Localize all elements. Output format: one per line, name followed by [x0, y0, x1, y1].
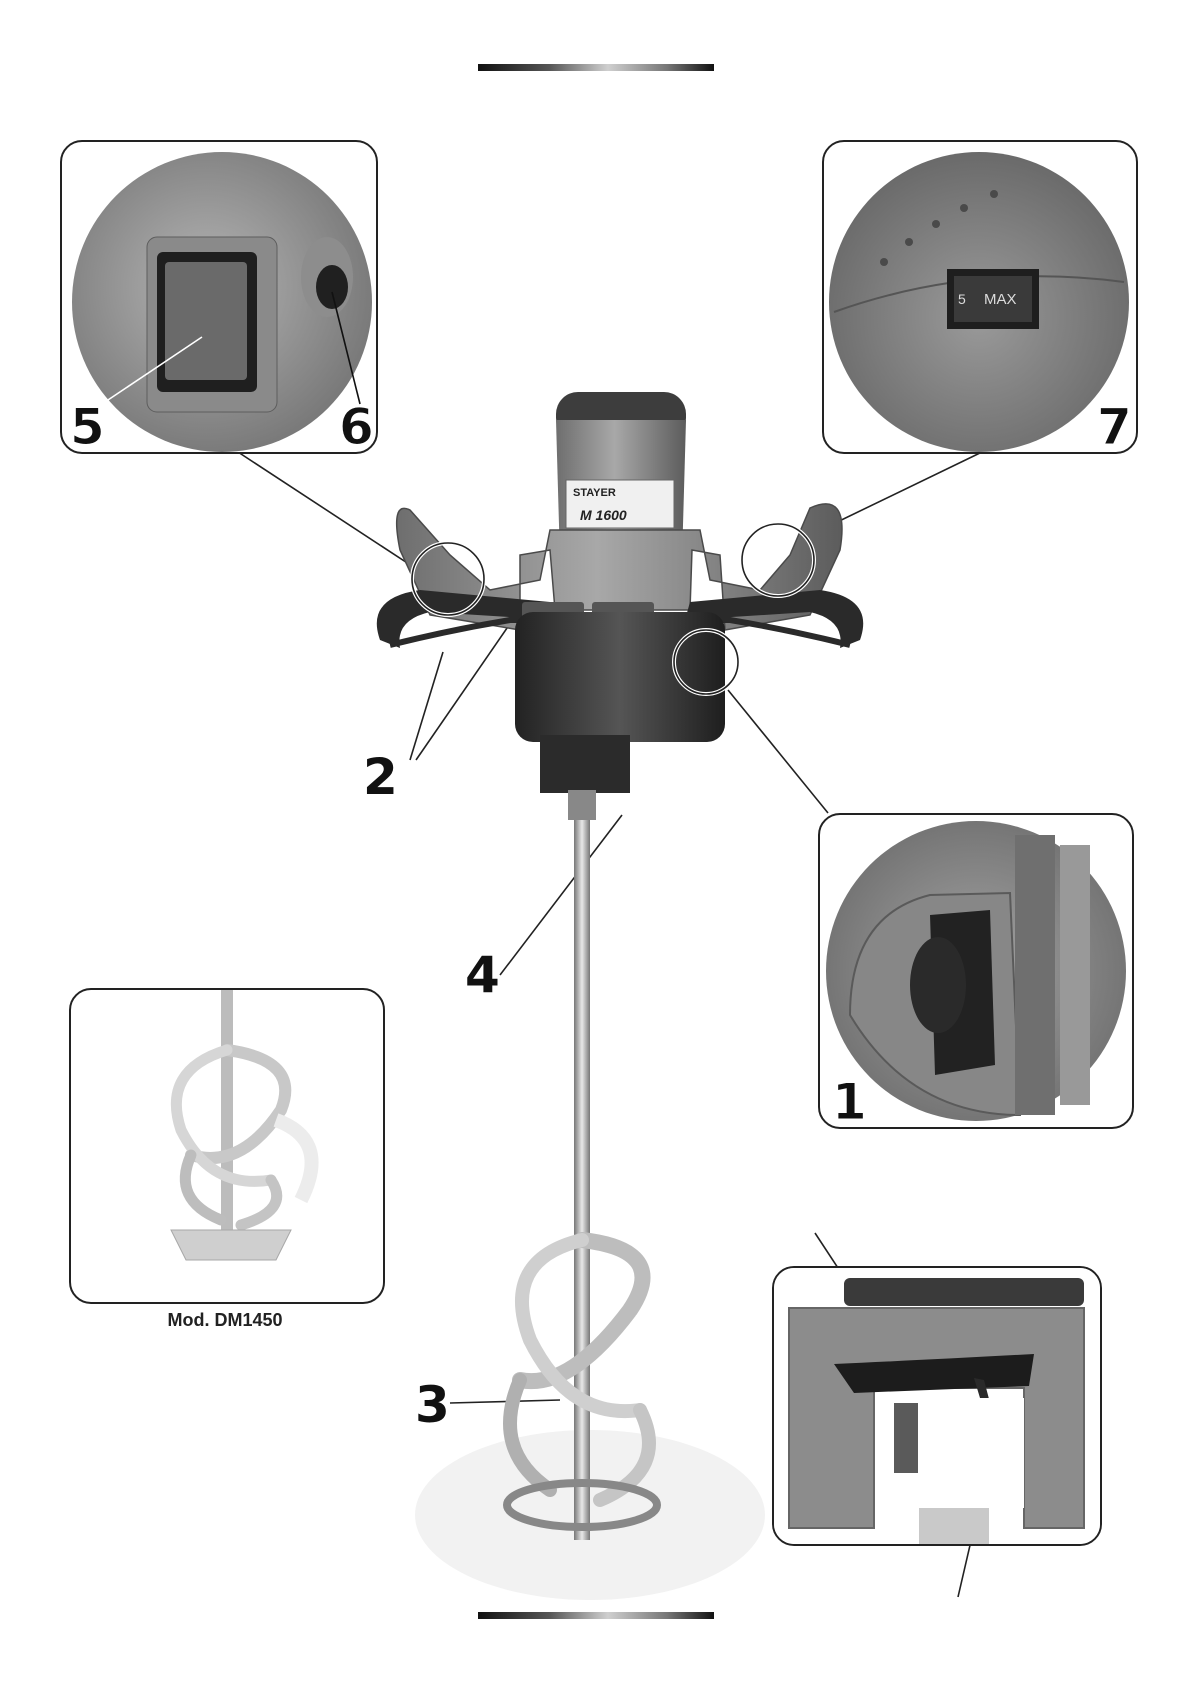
handle-trigger-photo: [774, 1268, 1100, 1544]
inset-speed-dial-detail: 5 MAX 7: [822, 140, 1138, 454]
callout-6: 6: [339, 402, 374, 452]
inset-handle-trigger-detail: [772, 1266, 1102, 1546]
speed-dial-photo: 5 MAX: [824, 142, 1136, 452]
callout-5: 5: [70, 402, 105, 452]
inset-lock-detail: 1: [818, 813, 1134, 1129]
callout-2: 2: [363, 752, 398, 802]
dial-max-label: MAX: [984, 291, 1017, 308]
callout-1: 1: [832, 1077, 867, 1127]
inset-switch-detail: 5 6: [60, 140, 378, 454]
dial-low-label: 5: [958, 291, 966, 307]
inset-accessory-paddle: [69, 988, 385, 1304]
lock-detail-photo: [820, 815, 1132, 1127]
callout-7: 7: [1097, 402, 1132, 452]
accessory-paddle-photo: [71, 990, 383, 1302]
callout-4: 4: [465, 950, 500, 1000]
switch-detail-photo: [62, 142, 376, 452]
callout-3: 3: [415, 1380, 450, 1430]
accessory-caption: Mod. DM1450: [69, 1310, 381, 1331]
